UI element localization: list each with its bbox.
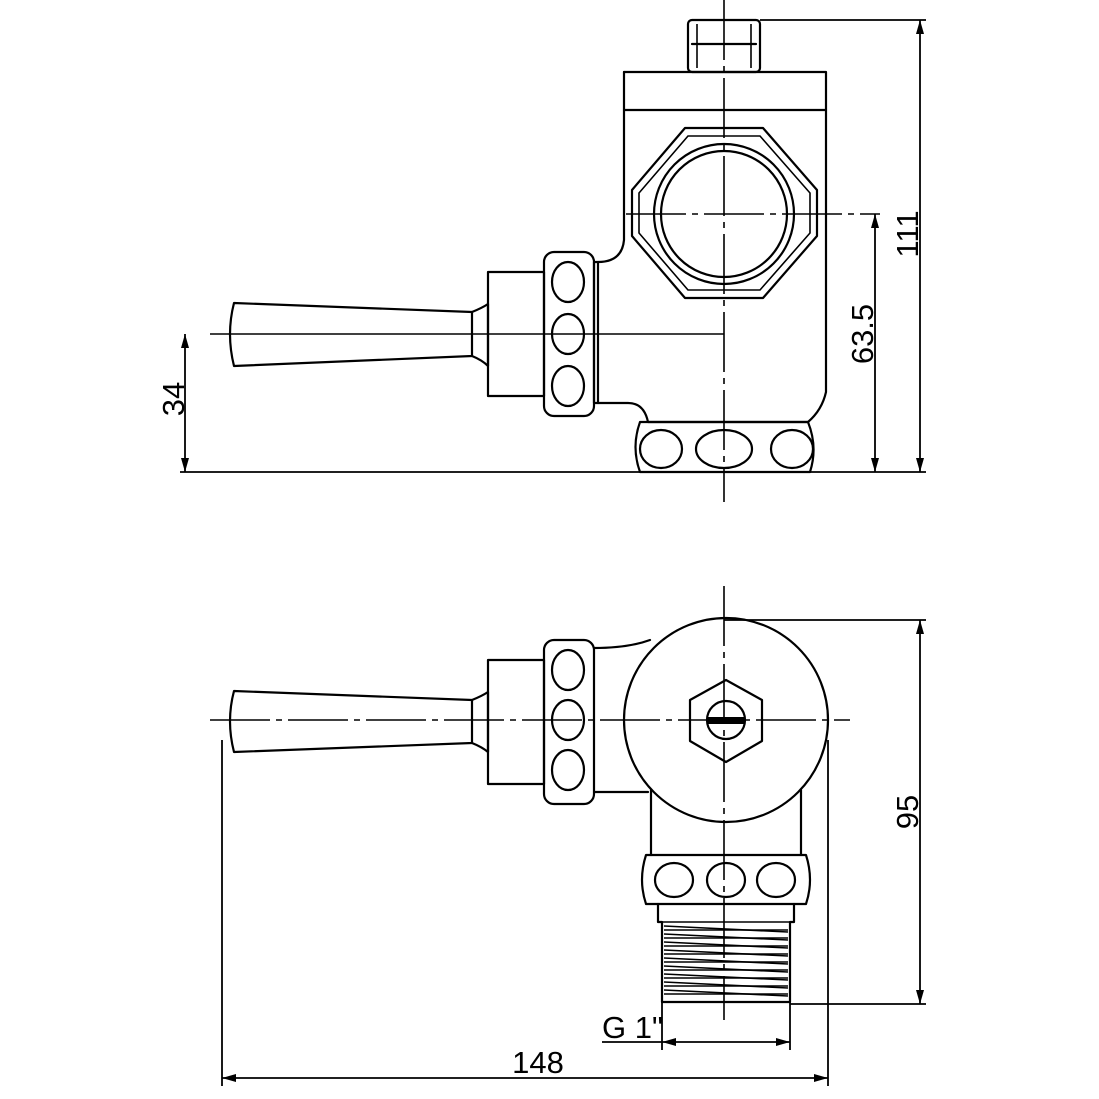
plan-knurled-nut	[640, 853, 812, 906]
plan-hex-nut	[688, 678, 764, 764]
dimension-outlet-height: 63.5	[810, 214, 880, 473]
valve-body	[596, 70, 828, 424]
dimension-label-thread: G 1"	[602, 1010, 663, 1045]
dimension-total-height: 111	[760, 19, 926, 473]
dimension-label-148: 148	[512, 1045, 564, 1080]
dimension-label-95: 95	[890, 795, 925, 829]
front-elevation-view: 34 63.5 111	[156, 0, 926, 502]
dimension-lever-height: 34	[156, 334, 640, 473]
dimension-thread: G 1"	[602, 1002, 791, 1050]
plan-lever-handle	[228, 638, 596, 806]
dimension-overall-length: 148	[221, 740, 829, 1086]
plan-valve-body	[592, 616, 830, 857]
threaded-nipple	[656, 902, 796, 1004]
plan-view: 95 G 1" 148	[210, 586, 926, 1086]
dimension-plan-depth: 95	[724, 619, 926, 1005]
dimension-label-111: 111	[890, 210, 925, 257]
dimension-label-34: 34	[156, 382, 191, 416]
dimension-label-63-5: 63.5	[845, 304, 880, 364]
